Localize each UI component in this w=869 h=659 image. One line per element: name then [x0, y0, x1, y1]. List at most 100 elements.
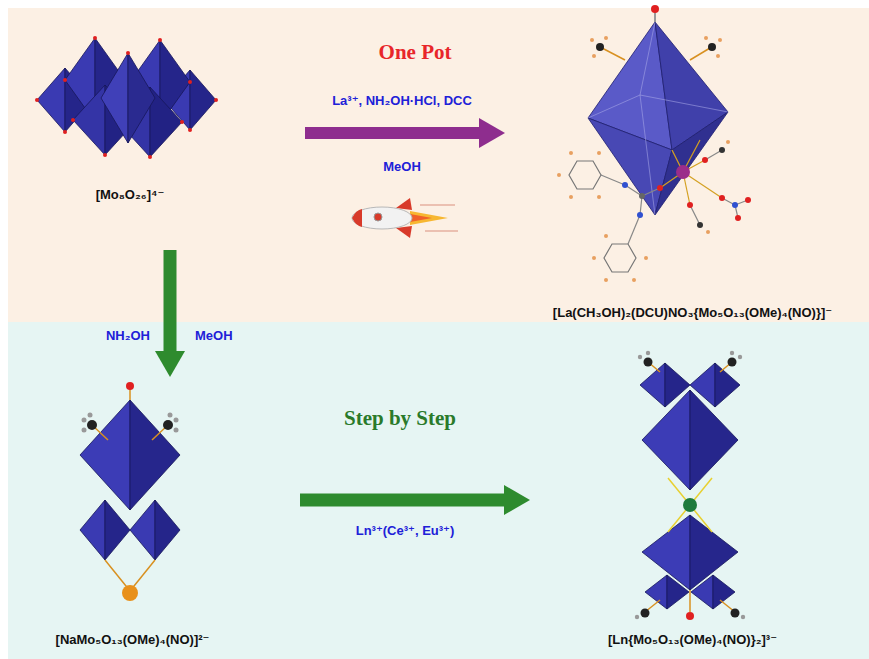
- ligand-atoms: [730, 351, 734, 355]
- ligand-atoms: [646, 351, 650, 355]
- ligand-atoms: [726, 140, 730, 144]
- octahedron: [640, 95, 728, 215]
- ligand-atoms: [689, 590, 691, 612]
- ligand-atoms: [654, 12, 656, 22]
- octahedra-cluster: [190, 70, 216, 130]
- ligand-atoms: [174, 418, 179, 423]
- ligand-atoms: [686, 612, 694, 620]
- compound-node: [NaMo₅O₁₃(OMe)₄(NO)]²⁻: [25, 385, 240, 650]
- ligand-atoms: [604, 244, 636, 272]
- ligand-atoms: [604, 278, 608, 282]
- ligand-atoms: [88, 413, 93, 418]
- ligand-atoms: [82, 428, 87, 433]
- compound-node: [La(CH₃OH)₂(DCU)NO₃{Mo₅O₁₃(OMe)₄(NO)}]⁻: [520, 5, 865, 323]
- rocket-icon: [425, 230, 458, 232]
- ligand-atoms: [741, 615, 745, 619]
- ligand-atoms: [122, 585, 138, 601]
- oxygen-atoms: [71, 118, 75, 122]
- formula-label: [NaMo₅O₁₃(OMe)₄(NO)]²⁻: [56, 632, 210, 648]
- ligand-atoms: [690, 205, 700, 225]
- ligand-atoms: [597, 151, 601, 155]
- rocket-icon: [352, 207, 412, 229]
- oxygen-atoms: [63, 78, 67, 82]
- ligand-atoms: [702, 157, 708, 163]
- ligand-atoms: [676, 165, 690, 179]
- oxygen-atoms: [35, 36, 218, 159]
- octahedra-cluster: [73, 85, 105, 155]
- ligand-atoms: [625, 185, 642, 196]
- ligand-atoms: [719, 195, 725, 201]
- octahedron: [655, 112, 728, 215]
- ligand-atoms: [604, 234, 608, 238]
- octahedra-cluster: [642, 515, 690, 590]
- rocket-icon: [410, 211, 448, 225]
- ligand-atoms: [604, 36, 608, 40]
- scheme-label: Step by Step: [344, 406, 456, 431]
- ligand-atoms: [683, 172, 722, 198]
- background-band: [8, 322, 869, 659]
- oxygen-atoms: [158, 38, 162, 42]
- octahedra-cluster: [642, 390, 690, 490]
- ligand-atoms: [708, 43, 716, 51]
- scheme-label: One Pot: [379, 40, 452, 65]
- rocket-icon: [420, 204, 455, 206]
- octahedra-cluster: [640, 363, 740, 609]
- compound-node: [Mo₈O₂₆]⁴⁻: [30, 25, 230, 205]
- ligand-atoms: [592, 54, 596, 58]
- formula-label: [Mo₈O₂₆]⁴⁻: [96, 187, 165, 203]
- ligand-atoms: [590, 38, 594, 42]
- octahedron: [588, 22, 655, 118]
- ligand-atoms: [569, 150, 748, 272]
- ligand-atoms: [706, 230, 710, 234]
- ligand-atoms: [569, 195, 573, 199]
- rocket-icon: [410, 214, 432, 222]
- ligand-atoms: [732, 202, 738, 208]
- ligand-atoms: [635, 615, 639, 619]
- ligand-atoms: [687, 202, 693, 208]
- ligand-atoms: [597, 195, 601, 199]
- ligand-atoms: [602, 48, 625, 60]
- rocket-icon: [396, 226, 412, 238]
- octahedron: [655, 22, 728, 150]
- ligand-atoms: [569, 161, 601, 189]
- oxygen-atoms: [148, 155, 152, 159]
- ligand-atoms: [596, 43, 604, 51]
- reaction-arrow: [305, 127, 479, 139]
- ligand-atoms: [697, 222, 703, 228]
- ligand-atoms: [728, 358, 737, 367]
- formula-label: [Ln{Mo₅O₁₃(OMe)₄(NO)}₂]³⁻: [608, 632, 777, 648]
- ligand-atoms: [632, 278, 636, 282]
- ligand-atoms: [557, 5, 751, 282]
- ligand-atoms: [639, 193, 645, 199]
- octahedra-cluster: [105, 500, 130, 560]
- octahedra-cluster: [37, 68, 65, 132]
- ligand-atoms: [745, 197, 751, 203]
- rocket-icon: [352, 198, 458, 238]
- octahedra-cluster: [130, 500, 155, 560]
- ligand-atoms: [644, 256, 648, 260]
- scheme-label: MeOH: [383, 159, 421, 174]
- ligand-atoms: [657, 185, 663, 191]
- octahedron: [588, 22, 728, 215]
- ligand-atoms: [644, 358, 653, 367]
- ligand-atoms: [168, 413, 173, 418]
- oxygen-atoms: [188, 80, 192, 84]
- ligand-atoms: [683, 498, 697, 512]
- reaction-arrow: [300, 494, 504, 507]
- octahedra-cluster: [130, 400, 180, 510]
- scheme-label: MeOH: [195, 328, 233, 343]
- oxygen-atoms: [126, 51, 130, 55]
- oxygen-atoms: [188, 128, 192, 132]
- reaction-arrow: [164, 250, 177, 351]
- oxygen-atoms: [180, 120, 184, 124]
- ligand-atoms: [628, 215, 640, 244]
- rocket-icon: [374, 213, 382, 221]
- compound-node: [Ln{Mo₅O₁₃(OMe)₄(NO)}₂]³⁻: [555, 360, 830, 650]
- octahedra-cluster: [155, 500, 180, 560]
- ligand-atoms: [690, 48, 710, 60]
- ligand-atoms: [163, 420, 173, 430]
- octahedra-cluster: [690, 515, 738, 590]
- rocket-icon: [396, 198, 412, 210]
